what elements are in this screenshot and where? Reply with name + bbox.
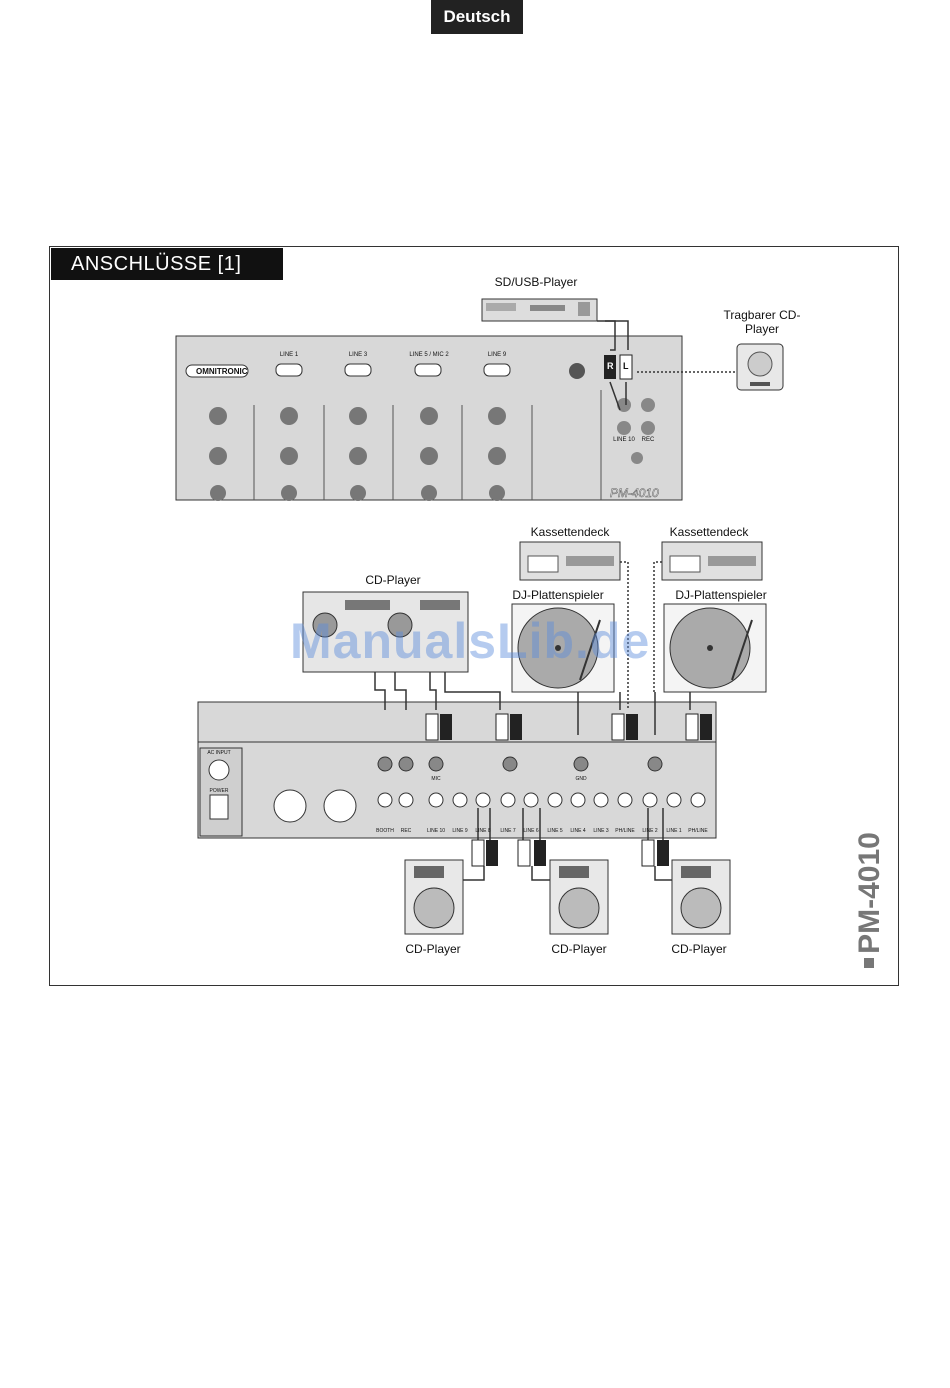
label-cd-player-bottom-2: CD-Player: [551, 942, 607, 956]
rear-gnd: GND: [575, 776, 587, 782]
rear-ac-input: AC INPUT: [207, 750, 231, 756]
mixer-top-panel: [175, 335, 683, 501]
sd-usb-player-device: [481, 298, 598, 322]
watermark: ManualsLib.de: [290, 613, 651, 669]
ch-label-3: LINE 5 / MIC 2: [409, 352, 449, 358]
rear-in-2: LINE 9: [452, 828, 468, 834]
cd-player-bottom-3-device: [671, 859, 731, 935]
cd-player-bottom-1-device: [404, 859, 464, 935]
label-portable-cd: Tragbarer CD-Player: [723, 308, 801, 336]
side-square-icon: [864, 958, 874, 968]
rear-in-3: LINE 8: [475, 828, 491, 834]
rear-in-1: LINE 10: [426, 828, 446, 834]
ch-label-1: LINE 1: [279, 352, 299, 358]
cassette-deck-1-device: [519, 541, 621, 581]
mixer-rear-panel: [197, 701, 717, 839]
rear-in-11: LINE 1: [666, 828, 682, 834]
top-input-rec: REC: [641, 437, 655, 443]
cables-top: [597, 320, 737, 411]
rear-out-rec: REC: [400, 828, 412, 834]
cd-player-bottom-2-device: [549, 859, 609, 935]
label-cd-player-bottom-3: CD-Player: [671, 942, 727, 956]
label-cd-player-top: CD-Player: [365, 573, 421, 587]
label-cd-player-bottom-1: CD-Player: [405, 942, 461, 956]
rear-in-6: LINE 5: [547, 828, 563, 834]
rear-in-10: LINE 2: [642, 828, 658, 834]
rear-in-8: LINE 3: [593, 828, 609, 834]
rca-plug-pair-top: [604, 354, 633, 380]
cassette-deck-2-device: [661, 541, 763, 581]
cd-player-top-device: [302, 591, 469, 673]
top-input-line10: LINE 10: [613, 437, 635, 443]
rear-in-12: PH/LINE: [688, 828, 708, 834]
section-title: ANSCHLÜSSE [1]: [51, 248, 283, 280]
rear-in-7: LINE 4: [570, 828, 586, 834]
ch-label-4: LINE 9: [487, 352, 507, 358]
mixer-brand: OMNITRONIC: [196, 367, 248, 376]
diagram-frame: [49, 246, 899, 986]
label-cassette-deck-1: Kassettendeck: [530, 525, 610, 539]
turntable-1-device: [511, 603, 615, 693]
rear-out-booth: BOOTH: [376, 828, 394, 834]
label-turntable-2: DJ-Plattenspieler: [675, 588, 767, 602]
rca-plugs-main: [425, 713, 712, 867]
rear-in-4: LINE 7: [500, 828, 516, 834]
language-tab: Deutsch: [431, 0, 523, 34]
rear-power: POWER: [209, 788, 229, 794]
side-model-label: PM-4010: [850, 818, 890, 968]
portable-cd-device: [736, 343, 784, 391]
label-sd-usb-player: SD/USB-Player: [494, 275, 578, 289]
plug-r-top: R: [607, 361, 614, 371]
plug-l-top: L: [623, 361, 629, 371]
mixer-top-model: PM-4010: [610, 486, 659, 501]
rear-in-5: LINE 6: [523, 828, 539, 834]
rear-in-9: PH/LINE: [615, 828, 635, 834]
rear-mic: MIC: [431, 776, 441, 782]
ch-label-2: LINE 3: [348, 352, 368, 358]
turntable-2-device: [663, 603, 767, 693]
label-cassette-deck-2: Kassettendeck: [669, 525, 749, 539]
label-turntable-1: DJ-Plattenspieler: [512, 588, 604, 602]
